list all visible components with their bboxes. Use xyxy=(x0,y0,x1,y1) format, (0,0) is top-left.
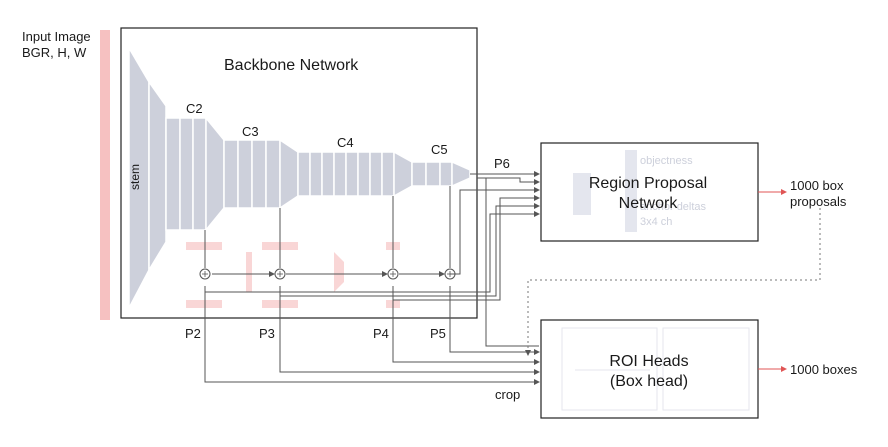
rpn-input-lines xyxy=(204,171,540,301)
input-image-label: Input Image xyxy=(22,29,91,44)
stem-block xyxy=(128,45,167,309)
c2-stage xyxy=(165,115,225,233)
roi-faint-blocks xyxy=(561,327,750,411)
p3-label: P3 xyxy=(259,326,275,341)
rpn-faint-anchor-deltas: anchor deltas xyxy=(640,201,707,213)
c5-stage xyxy=(411,160,471,188)
p2-label: P2 xyxy=(185,326,201,341)
roi-input-lines xyxy=(204,178,540,385)
roi-title-line2: (Box head) xyxy=(609,373,689,390)
input-shape-label: BGR, H, W xyxy=(22,45,87,60)
c4-stage xyxy=(297,150,413,198)
c4-label: C4 xyxy=(337,135,354,150)
rpn-title: Region Proposal Network xyxy=(588,175,708,212)
proposals-to-roi-line xyxy=(525,208,821,356)
crop-label: crop xyxy=(495,387,521,402)
rpn-faint-objectness: objectness xyxy=(640,155,693,167)
p4-label: P4 xyxy=(373,326,389,341)
rpn-output-line1: 1000 box xyxy=(790,178,844,193)
rpn-faint-blocks xyxy=(573,150,637,232)
backbone-box xyxy=(120,27,478,319)
c3-label: C3 xyxy=(242,124,259,139)
roi-title-line1: ROI Heads xyxy=(609,353,689,370)
roi-output-label: 1000 boxes xyxy=(790,362,858,377)
p6-label: P6 xyxy=(494,156,510,171)
input-image-bar xyxy=(100,30,110,320)
rpn-faint-channels: 3x4 ch xyxy=(640,216,673,228)
backbone-connections xyxy=(204,186,451,277)
fpn-blocks xyxy=(186,242,400,308)
backbone-title: Backbone Network xyxy=(224,57,359,74)
c2-label: C2 xyxy=(186,101,203,116)
c5-label: C5 xyxy=(431,142,448,157)
stem-label: stem xyxy=(128,163,143,191)
p5-label: P5 xyxy=(430,326,446,341)
c3-stage xyxy=(223,138,299,210)
rpn-output-line2: proposals xyxy=(790,194,847,209)
